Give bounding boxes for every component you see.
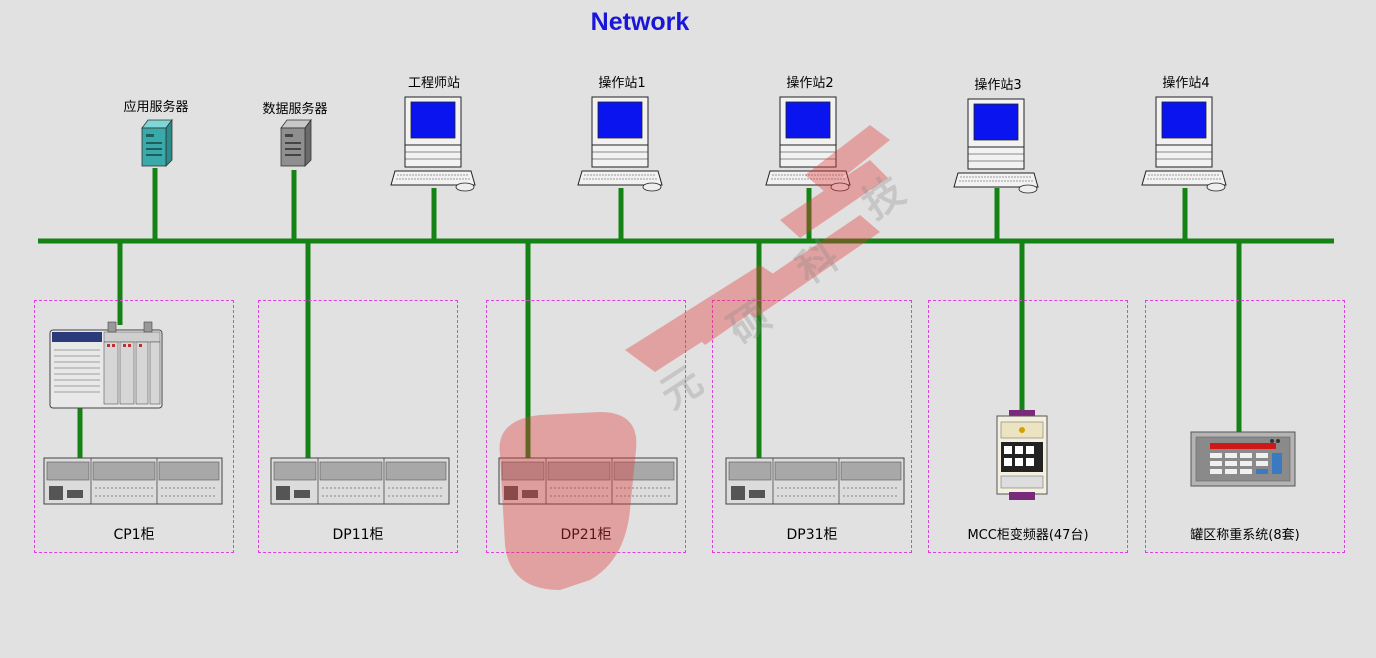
workstation: [764, 95, 856, 199]
io-module-rack-icon: [270, 457, 450, 505]
cabinet-label: 罐区称重系统(8套): [1190, 528, 1300, 543]
data-server-icon: [280, 118, 312, 167]
computer-icon: [765, 96, 851, 192]
io-module-rack-icon: [498, 457, 678, 505]
io-rack: [725, 456, 905, 510]
weighing-terminal-icon: [1190, 431, 1296, 487]
data-server: [277, 118, 313, 172]
workstation: [952, 97, 1044, 201]
workstation: [576, 95, 668, 199]
plc-chassis-icon: [49, 321, 163, 409]
cabinet-dp11: [258, 300, 458, 553]
cabinet-dp21: [486, 300, 686, 553]
cabinet-label: DP21柜: [560, 527, 612, 543]
application-server-icon: [141, 118, 173, 167]
cabinet-mcc: [928, 300, 1128, 553]
cabinet-dp31: [712, 300, 912, 553]
cabinet-label: DP31柜: [786, 527, 838, 543]
page-title: Network: [590, 8, 690, 36]
io-module-rack-icon: [725, 457, 905, 505]
computer-icon: [577, 96, 663, 192]
workstation-label: 操作站1: [598, 76, 646, 91]
plc-controller: [48, 320, 168, 414]
workstation: [389, 95, 481, 199]
workstation-label: 操作站2: [786, 76, 834, 91]
cabinet-label: DP11柜: [332, 527, 384, 543]
workstation-label: 工程师站: [407, 76, 460, 91]
io-module-rack-icon: [43, 457, 223, 505]
workstation: [1140, 95, 1232, 199]
cabinet-cp1: [34, 300, 234, 553]
workstation-label: 操作站3: [974, 78, 1022, 93]
cabinet-label: MCC柜变频器(47台): [967, 528, 1089, 543]
workstation-label: 操作站4: [1162, 76, 1210, 91]
io-rack: [498, 456, 678, 510]
frequency-converter-icon: [996, 410, 1048, 500]
weighing-terminal: [1190, 431, 1296, 491]
cabinet-weighing: [1145, 300, 1345, 553]
computer-icon: [953, 98, 1039, 194]
server-label: 应用服务器: [123, 100, 189, 115]
computer-icon: [390, 96, 476, 192]
application-server: [138, 118, 174, 172]
cabinet-label: CP1柜: [113, 527, 155, 543]
vfd-drive: [995, 410, 1049, 504]
server-label: 数据服务器: [262, 102, 328, 117]
computer-icon: [1141, 96, 1227, 192]
io-rack: [270, 456, 450, 510]
io-rack: [43, 456, 223, 510]
